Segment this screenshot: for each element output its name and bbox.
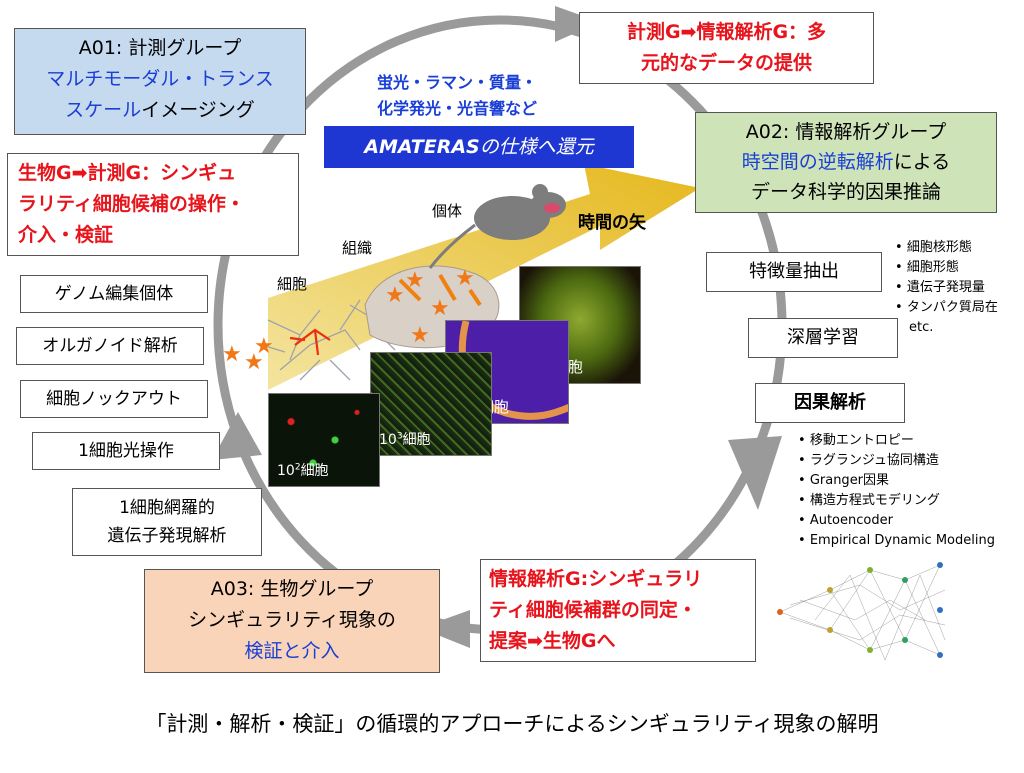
microscopy-10-3-cells: 103細胞 xyxy=(370,352,492,456)
feature-extraction-box: 特徴量抽出 xyxy=(706,252,882,292)
left-item-single-cell-optical: 1細胞光操作 xyxy=(32,432,220,470)
left-item-organoid: オルガノイド解析 xyxy=(16,327,204,365)
star-icon: ★ xyxy=(455,266,475,291)
a01-measurement-group: A01: 計測グループ マルチモーダル・トランス スケールイメージング xyxy=(14,28,306,135)
feature-bullets: 細胞核形態 細胞形態 遺伝子発現量 タンパク質局在 etc. xyxy=(895,238,998,338)
label-individual: 個体 xyxy=(432,202,463,220)
left-item-single-cell-expression: 1細胞網羅的 遺伝子発現解析 xyxy=(72,488,262,556)
label-tissue: 組織 xyxy=(342,239,373,257)
left-item-genome-editing: ゲノム編集個体 xyxy=(20,275,208,313)
neuron-highlight xyxy=(289,328,331,356)
a02-title: A02: 情報解析グループ xyxy=(745,121,947,143)
label-time-arrow: 時間の矢 xyxy=(578,213,646,233)
mouse-silhouette xyxy=(428,184,566,269)
microscopy-10-2-cells: 102細胞 xyxy=(268,393,380,487)
causal-bullets: 移動エントロピー ラグランジュ協同構造 Granger因果 構造方程式モデリング… xyxy=(798,431,995,551)
a03-title: A03: 生物グループ xyxy=(210,578,374,600)
label-10-2-cells: 102細胞 xyxy=(277,462,329,479)
cycle-arrowhead-bottom xyxy=(420,610,470,648)
star-icon: ★ xyxy=(254,334,274,359)
cycle-arrowhead-left xyxy=(212,412,262,460)
star-icon: ★ xyxy=(385,283,405,308)
left-item-cell-knockout: 細胞ノックアウト xyxy=(20,380,208,418)
star-icon: ★ xyxy=(244,350,264,375)
modalities-text: 蛍光・ラマン・質量・ 化学発光・光音響など xyxy=(376,73,537,118)
star-icon: ★ xyxy=(405,268,425,293)
network-nodes xyxy=(777,562,943,658)
causal-analysis-box: 因果解析 xyxy=(755,383,905,423)
a03-biology-group: A03: 生物グループ シンギュラリティ現象の 検証と介入 xyxy=(144,569,440,673)
network-graph xyxy=(779,564,946,661)
cycle-arrowhead-right xyxy=(728,436,782,510)
a02-information-analysis-group: A02: 情報解析グループ 時空間の逆転解析による データ科学的因果推論 xyxy=(695,112,997,213)
label-cell: 細胞 xyxy=(277,275,308,293)
label-10-3-cells: 103細胞 xyxy=(379,431,431,448)
cycle-arrowhead-top xyxy=(555,6,600,42)
bio-to-measure-box: 生物G➡計測G：シンギュ ラリティ細胞候補の操作・ 介入・検証 xyxy=(7,153,299,256)
measure-to-info-box: 計測G➡情報解析G：多 元的なデータの提供 xyxy=(579,12,874,84)
a01-title: A01: 計測グループ xyxy=(78,37,242,59)
star-icon: ★ xyxy=(410,323,430,348)
info-to-bio-box: 情報解析G:シンギュラリ ティ細胞候補群の同定・ 提案➡生物Gへ xyxy=(480,559,756,662)
a01-line3: スケールイメージング xyxy=(65,99,255,121)
amateras-banner: AMATERASの仕様へ還元 xyxy=(324,126,634,168)
caption: 「計測・解析・検証」の循環的アプローチによるシンギュラリティ現象の解明 xyxy=(145,712,879,736)
star-icon: ★ xyxy=(430,296,450,321)
deep-learning-box: 深層学習 xyxy=(748,318,898,358)
a01-line2: マルチモーダル・トランス xyxy=(46,68,274,90)
star-icon: ★ xyxy=(222,342,242,367)
